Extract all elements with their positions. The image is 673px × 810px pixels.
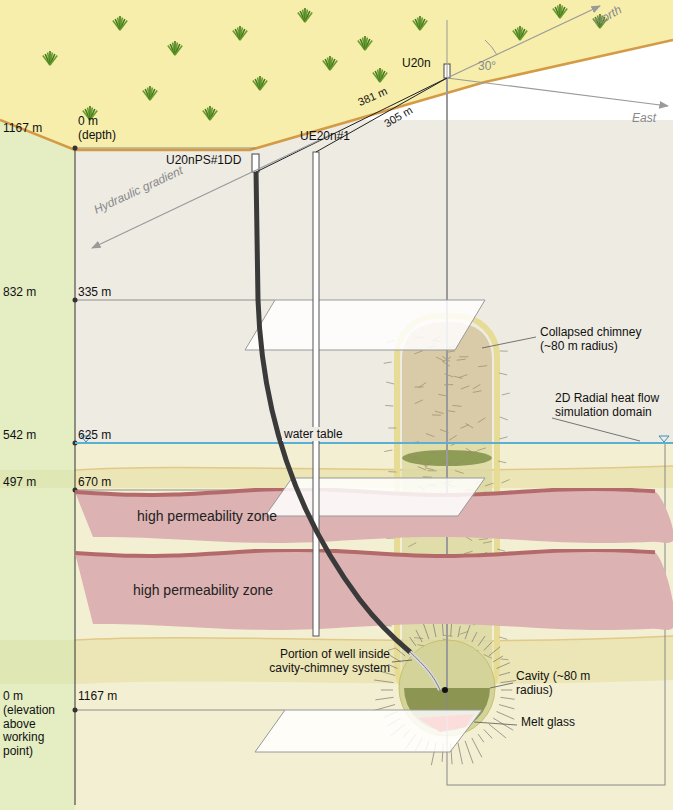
- leader-line: [474, 722, 517, 725]
- well-in-cavity: [410, 652, 440, 690]
- subsurface: [75, 120, 673, 810]
- label-box: Portion of well inside cavity-chimney sy…: [262, 648, 390, 676]
- depth-plane: [245, 300, 485, 350]
- shrub: [113, 16, 127, 30]
- zone-label: high permeability zone: [133, 582, 273, 598]
- text-label: 1167 m: [78, 689, 117, 703]
- surface-edge: [0, 40, 673, 150]
- shrub: [298, 8, 312, 22]
- shrub: [373, 68, 387, 82]
- label-box: 30°: [478, 60, 496, 74]
- text-label: Collapsed chimney (~80 m radius): [540, 325, 641, 353]
- label-box: 0 m (elevation above working point): [3, 690, 73, 759]
- shrub: [413, 16, 427, 30]
- label-box: 1167 m: [78, 690, 117, 704]
- text-label: 670 m: [78, 475, 111, 489]
- text-label: East: [632, 111, 656, 125]
- text-label: 2D Radial heat flow simulation domain: [555, 391, 659, 419]
- text-label: 1167 m: [3, 121, 42, 135]
- level-line: [75, 710, 285, 711]
- shrub: [513, 26, 527, 40]
- shrub: [203, 106, 217, 120]
- text-label: water table: [282, 427, 345, 441]
- ground-surface: [0, 0, 673, 150]
- shrub: [168, 41, 182, 55]
- north-arrow: [447, 6, 600, 78]
- leader-line: [552, 418, 640, 441]
- working-point: [442, 687, 448, 693]
- text-label: Cavity (~80 m radius): [516, 669, 590, 697]
- collapsed-chimney: [373, 316, 517, 765]
- level-line: [75, 148, 255, 149]
- shrub: [553, 4, 567, 18]
- water-table-symbol: [659, 436, 669, 442]
- well: [256, 170, 410, 652]
- depth-tick: [73, 298, 78, 303]
- text-label: 542 m: [3, 428, 36, 442]
- well: [313, 152, 319, 636]
- label-box: 542 m: [3, 429, 36, 443]
- depth-column: [0, 110, 75, 810]
- text-label: 497 m: [3, 475, 36, 489]
- label-box: Collapsed chimney (~80 m radius): [540, 326, 658, 354]
- shrub: [43, 51, 57, 65]
- leader-line: [482, 337, 536, 348]
- water-table: [75, 442, 673, 444]
- text-label: 625 m: [78, 428, 111, 442]
- text-label: U20nPS#1DD: [166, 153, 241, 167]
- label-box: 832 m: [3, 286, 36, 300]
- shrub: [253, 76, 267, 90]
- leader-line: [490, 683, 513, 688]
- angle-arc: [485, 40, 497, 55]
- text-label: Melt glass: [521, 715, 575, 729]
- gradient-arrow: [92, 135, 330, 248]
- text-label: 0 m (elevation above working point): [3, 689, 55, 758]
- text-label: 335 m: [78, 285, 111, 299]
- text-label: 30°: [478, 59, 496, 73]
- angle-line: [447, 20, 448, 78]
- shrub: [358, 36, 372, 50]
- text-label: 832 m: [3, 285, 36, 299]
- shrub: [233, 26, 247, 40]
- depth-tick: [73, 708, 78, 713]
- label-box: 335 m: [78, 286, 111, 300]
- label-box: UE20n#1: [300, 130, 350, 144]
- text-label: 0 m (depth): [78, 114, 116, 142]
- text-label: Portion of well inside cavity-chimney sy…: [269, 647, 390, 675]
- label-box: 497 m: [3, 476, 36, 490]
- distance-line: [256, 78, 447, 172]
- shrub: [323, 56, 337, 70]
- well-in-cavity: [410, 652, 440, 690]
- label-box: East: [632, 112, 656, 126]
- leader-line: [392, 660, 412, 662]
- east-arrow: [447, 78, 668, 106]
- depth-tick: [73, 146, 78, 151]
- label-box: 1167 m: [3, 122, 42, 136]
- shrub: [143, 86, 157, 100]
- label-box: 670 m: [78, 476, 111, 490]
- label-box: 2D Radial heat flow simulation domain: [555, 392, 665, 420]
- zone-label: high permeability zone: [137, 508, 277, 524]
- label-box: water table: [282, 428, 345, 442]
- label-box: U20nPS#1DD: [166, 154, 241, 168]
- text-label: UE20n#1: [300, 129, 350, 143]
- label-box: Melt glass: [521, 716, 575, 730]
- level-line: [75, 300, 275, 301]
- label-box: Cavity (~80 m radius): [516, 670, 616, 698]
- text-label: U20n: [402, 56, 431, 70]
- label-box: 0 m (depth): [78, 115, 128, 143]
- label-box: 625 m: [78, 429, 111, 443]
- label-box: U20n: [402, 57, 431, 71]
- depth-plane: [255, 710, 482, 752]
